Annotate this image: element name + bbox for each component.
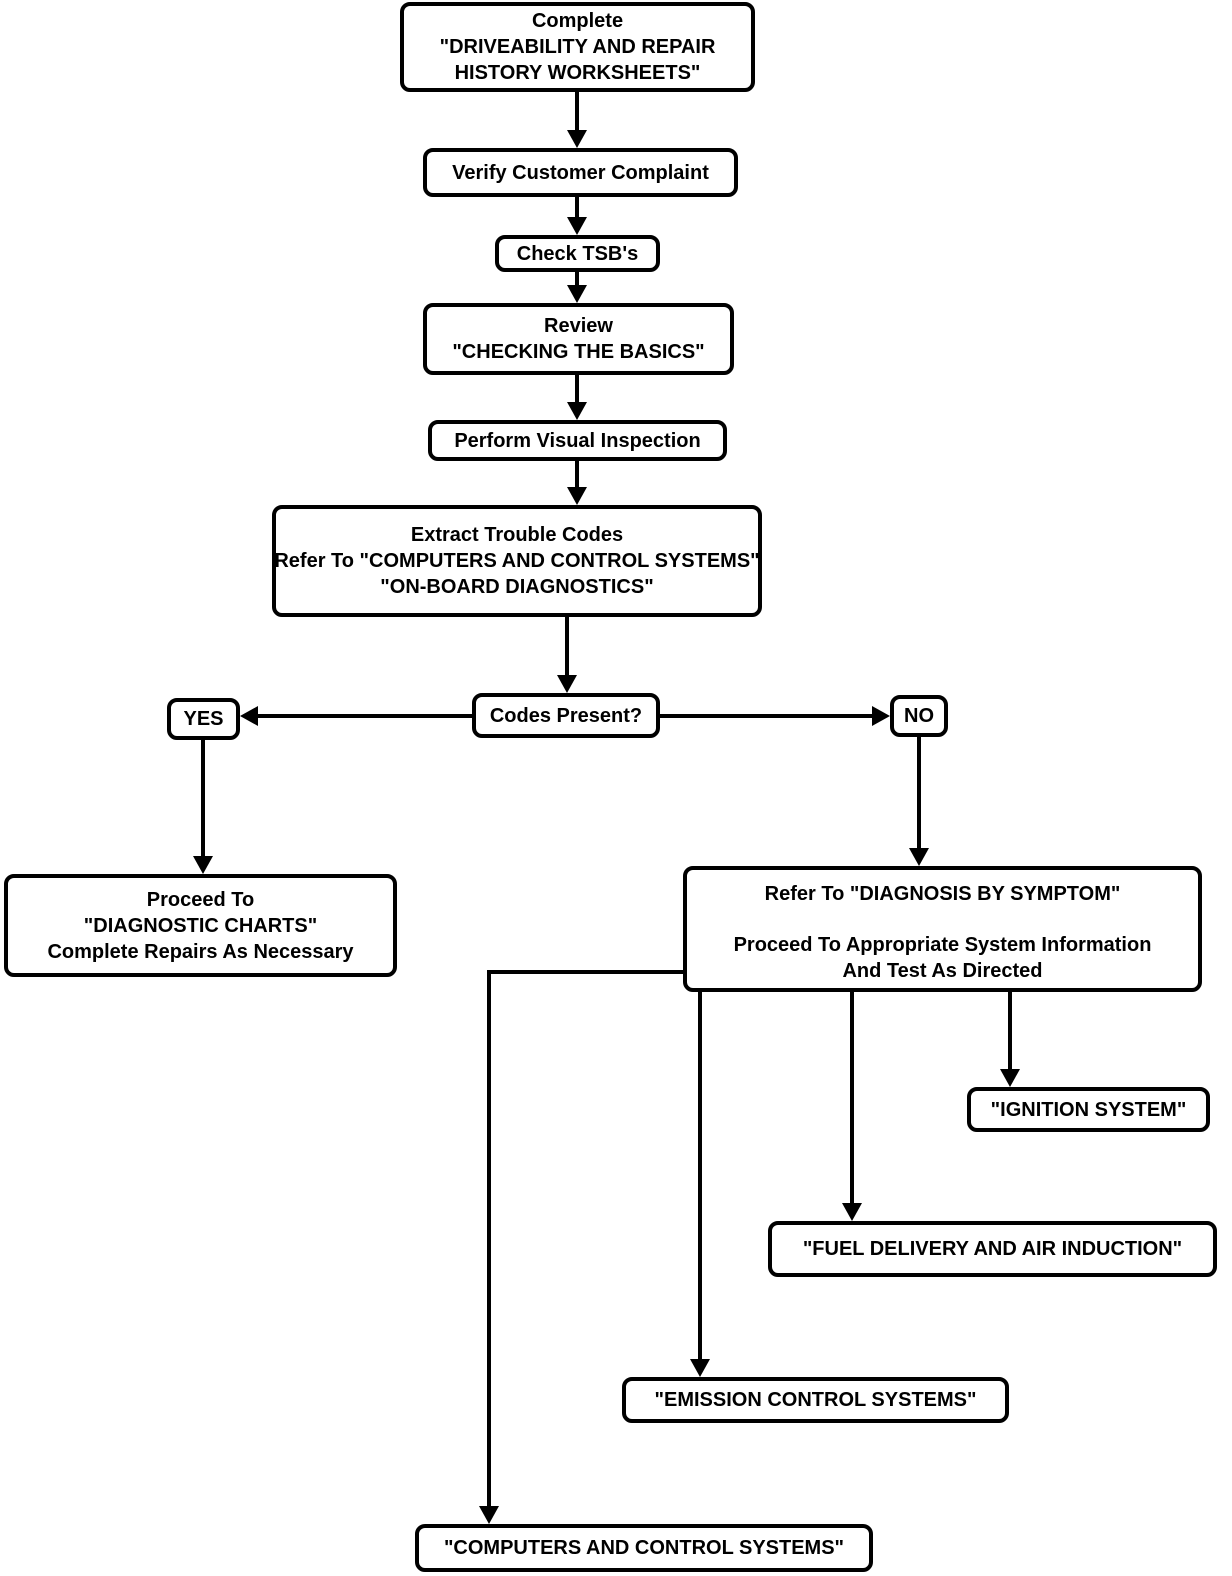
- connector-symptom-to-emission: [698, 992, 702, 1361]
- connector-codes-to-no: [660, 714, 874, 718]
- arrowhead-down-icon: [479, 1506, 499, 1524]
- node-check-tsbs: Check TSB's: [495, 235, 660, 272]
- connector-codes-to-yes: [256, 714, 472, 718]
- arrowhead-down-icon: [567, 217, 587, 235]
- node-fuel-delivery: "FUEL DELIVERY AND AIR INDUCTION": [768, 1221, 1217, 1277]
- node-diagnostic-charts: Proceed To "DIAGNOSTIC CHARTS" Complete …: [4, 874, 397, 977]
- node-ignition-system-label: "IGNITION SYSTEM": [990, 1098, 1187, 1121]
- connector-no-to-symptom: [917, 737, 921, 850]
- node-diagnosis-by-symptom: Refer To "DIAGNOSIS BY SYMPTOM" Proceed …: [683, 866, 1202, 992]
- node-yes: YES: [167, 698, 240, 740]
- node-complete-worksheets-line2: "DRIVEABILITY AND REPAIR: [439, 36, 716, 58]
- node-verify-complaint: Verify Customer Complaint: [423, 148, 738, 197]
- node-diagnosis-by-symptom-line2: Proceed To Appropriate System Informatio…: [733, 934, 1152, 956]
- node-diagnostic-charts-line1: Proceed To: [146, 888, 255, 911]
- connector-verify-to-tsb: [575, 197, 579, 219]
- node-fuel-delivery-label: "FUEL DELIVERY AND AIR INDUCTION": [802, 1238, 1183, 1260]
- node-computers-control-label: "COMPUTERS AND CONTROL SYSTEMS": [443, 1537, 845, 1559]
- node-review-basics-line1: Review: [544, 315, 613, 337]
- connector-visual-to-extract: [575, 461, 579, 489]
- arrowhead-down-icon: [909, 848, 929, 866]
- node-verify-complaint-label: Verify Customer Complaint: [452, 161, 709, 184]
- node-extract-codes-line1: Extract Trouble Codes: [410, 524, 624, 546]
- connector-symptom-to-fuel: [850, 992, 854, 1205]
- arrowhead-left-icon: [240, 706, 258, 726]
- arrowhead-down-icon: [690, 1359, 710, 1377]
- node-ignition-system: "IGNITION SYSTEM": [967, 1087, 1210, 1132]
- node-diagnostic-charts-line2: "DIAGNOSTIC CHARTS": [83, 914, 318, 937]
- node-codes-present: Codes Present?: [472, 693, 660, 738]
- connector-complete-to-verify: [575, 92, 579, 132]
- connector-symptom-to-computers-vertical: [487, 970, 491, 1508]
- node-complete-worksheets: Complete "DRIVEABILITY AND REPAIR HISTOR…: [400, 2, 755, 92]
- node-visual-inspection: Perform Visual Inspection: [428, 420, 727, 461]
- node-diagnosis-by-symptom-line1: Refer To "DIAGNOSIS BY SYMPTOM": [764, 883, 1121, 905]
- node-computers-control: "COMPUTERS AND CONTROL SYSTEMS": [415, 1524, 873, 1572]
- connector-symptom-to-computers-horizontal: [487, 970, 683, 974]
- node-visual-inspection-label: Perform Visual Inspection: [454, 429, 701, 452]
- node-review-basics-line2: "CHECKING THE BASICS": [452, 341, 705, 363]
- arrowhead-down-icon: [842, 1203, 862, 1221]
- node-yes-label: YES: [183, 708, 224, 730]
- node-complete-worksheets-line3: HISTORY WORKSHEETS": [454, 62, 701, 84]
- connector-tsb-to-review: [575, 272, 579, 287]
- node-diagnostic-charts-line3: Complete Repairs As Necessary: [47, 940, 354, 963]
- connector-extract-to-codes: [565, 617, 569, 677]
- node-complete-worksheets-line1: Complete: [531, 10, 624, 32]
- node-no-label: NO: [904, 705, 934, 727]
- node-no: NO: [890, 695, 948, 737]
- arrowhead-right-icon: [872, 706, 890, 726]
- arrowhead-down-icon: [1000, 1069, 1020, 1087]
- node-emission-control-label: "EMISSION CONTROL SYSTEMS": [654, 1389, 977, 1411]
- arrowhead-down-icon: [557, 675, 577, 693]
- arrowhead-down-icon: [567, 130, 587, 148]
- node-review-basics: Review "CHECKING THE BASICS": [423, 303, 734, 375]
- node-codes-present-label: Codes Present?: [489, 704, 643, 727]
- connector-yes-to-charts: [201, 737, 205, 858]
- node-extract-codes-line3: "ON-BOARD DIAGNOSTICS": [380, 576, 654, 598]
- node-diagnosis-by-symptom-line3: And Test As Directed: [842, 960, 1043, 982]
- node-emission-control: "EMISSION CONTROL SYSTEMS": [622, 1377, 1009, 1423]
- arrowhead-down-icon: [193, 856, 213, 874]
- node-extract-codes-line2: Refer To "COMPUTERS AND CONTROL SYSTEMS": [274, 550, 760, 572]
- connector-symptom-to-ignition: [1008, 992, 1012, 1071]
- arrowhead-down-icon: [567, 285, 587, 303]
- node-extract-codes: Extract Trouble Codes Refer To "COMPUTER…: [272, 505, 762, 617]
- arrowhead-down-icon: [567, 487, 587, 505]
- node-check-tsbs-label: Check TSB's: [516, 242, 639, 265]
- arrowhead-down-icon: [567, 402, 587, 420]
- connector-review-to-visual: [575, 375, 579, 404]
